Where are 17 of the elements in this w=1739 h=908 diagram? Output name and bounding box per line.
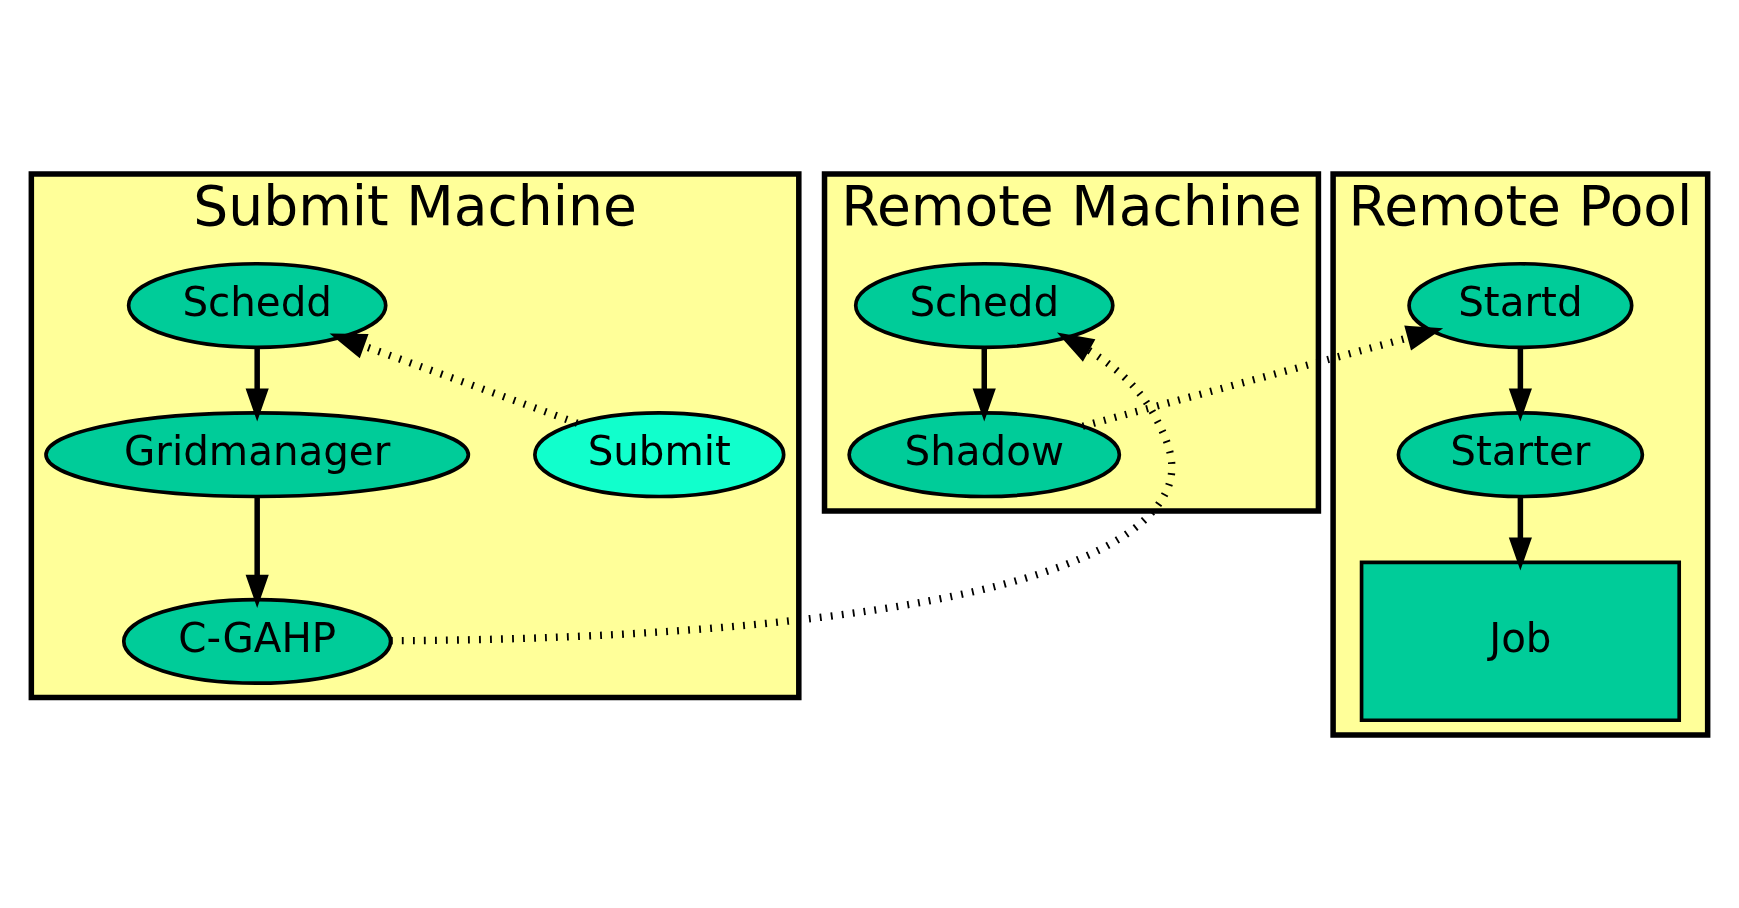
node-ellipse: Schedd xyxy=(126,261,388,349)
arrow xyxy=(1508,496,1532,571)
arrow xyxy=(1081,325,1444,430)
arrow xyxy=(329,333,579,427)
arrow xyxy=(245,496,269,608)
node-ellipse: Gridmanager xyxy=(44,410,471,498)
node-ellipse: Schedd xyxy=(853,261,1115,349)
node-ellipse: C-GAHP xyxy=(121,597,393,685)
node-box: Job xyxy=(1359,560,1682,722)
node-ellipse: Starter xyxy=(1396,410,1645,498)
arrow xyxy=(972,346,996,421)
node-ellipse: Startd xyxy=(1407,261,1634,349)
node-ellipse: Shadow xyxy=(847,410,1122,498)
node-ellipse: Submit xyxy=(533,410,786,498)
arrow xyxy=(1508,346,1532,422)
arrow xyxy=(390,332,1176,644)
arrow xyxy=(245,346,269,421)
